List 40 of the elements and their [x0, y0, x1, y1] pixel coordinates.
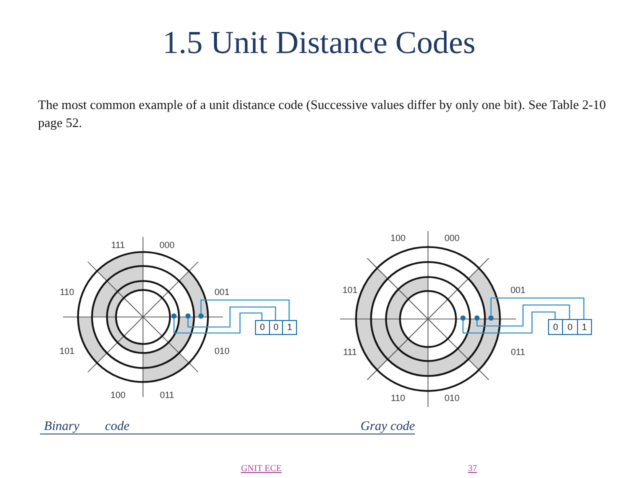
wire: [476, 304, 570, 327]
bit-cell: 0: [548, 319, 564, 335]
page-number: 37: [468, 463, 477, 473]
wire: [490, 297, 584, 319]
wire: [187, 306, 276, 328]
caption: Binary: [44, 418, 80, 434]
caption: code: [105, 418, 130, 434]
wire: [173, 312, 262, 334]
sensor-dot: [474, 315, 480, 321]
bit-cell: 0: [255, 320, 270, 335]
sector-label: 001: [214, 287, 230, 297]
sector-label: 110: [60, 287, 74, 297]
sector-label: 101: [342, 285, 358, 295]
sensor-dot: [171, 313, 177, 319]
slide-title: 1.5 Unit Distance Codes: [162, 24, 476, 61]
body-text: The most common example of a unit distance code (Successive values differ by only one bit). See Table 2-10 page 52.: [38, 96, 607, 132]
bit-cell: 0: [562, 319, 578, 335]
wire: [200, 299, 290, 320]
sensor-dot: [185, 313, 191, 319]
sector-label: 000: [444, 233, 460, 243]
sector-label: 000: [159, 240, 175, 250]
sector-label: 111: [111, 240, 125, 250]
sector-label: 101: [59, 346, 75, 356]
sector-label: 010: [444, 393, 460, 403]
footer-text: GNIT ECE: [241, 463, 282, 473]
sector-label: 100: [390, 233, 406, 243]
caption: Gray code: [360, 418, 415, 434]
sector-label: 011: [510, 347, 526, 357]
sensor-dot: [460, 315, 466, 321]
sector-label: 111: [343, 347, 357, 357]
bit-cell: 1: [576, 319, 592, 335]
sector-label: 010: [214, 346, 230, 356]
sensor-dot: [198, 313, 204, 319]
sector-label: 100: [110, 390, 126, 400]
sector-label: 110: [390, 393, 406, 403]
wire: [462, 311, 556, 334]
bit-cell: 1: [282, 320, 297, 335]
sector-label: 001: [510, 285, 526, 295]
sector-label: 011: [160, 390, 174, 400]
sensor-dot: [488, 315, 494, 321]
